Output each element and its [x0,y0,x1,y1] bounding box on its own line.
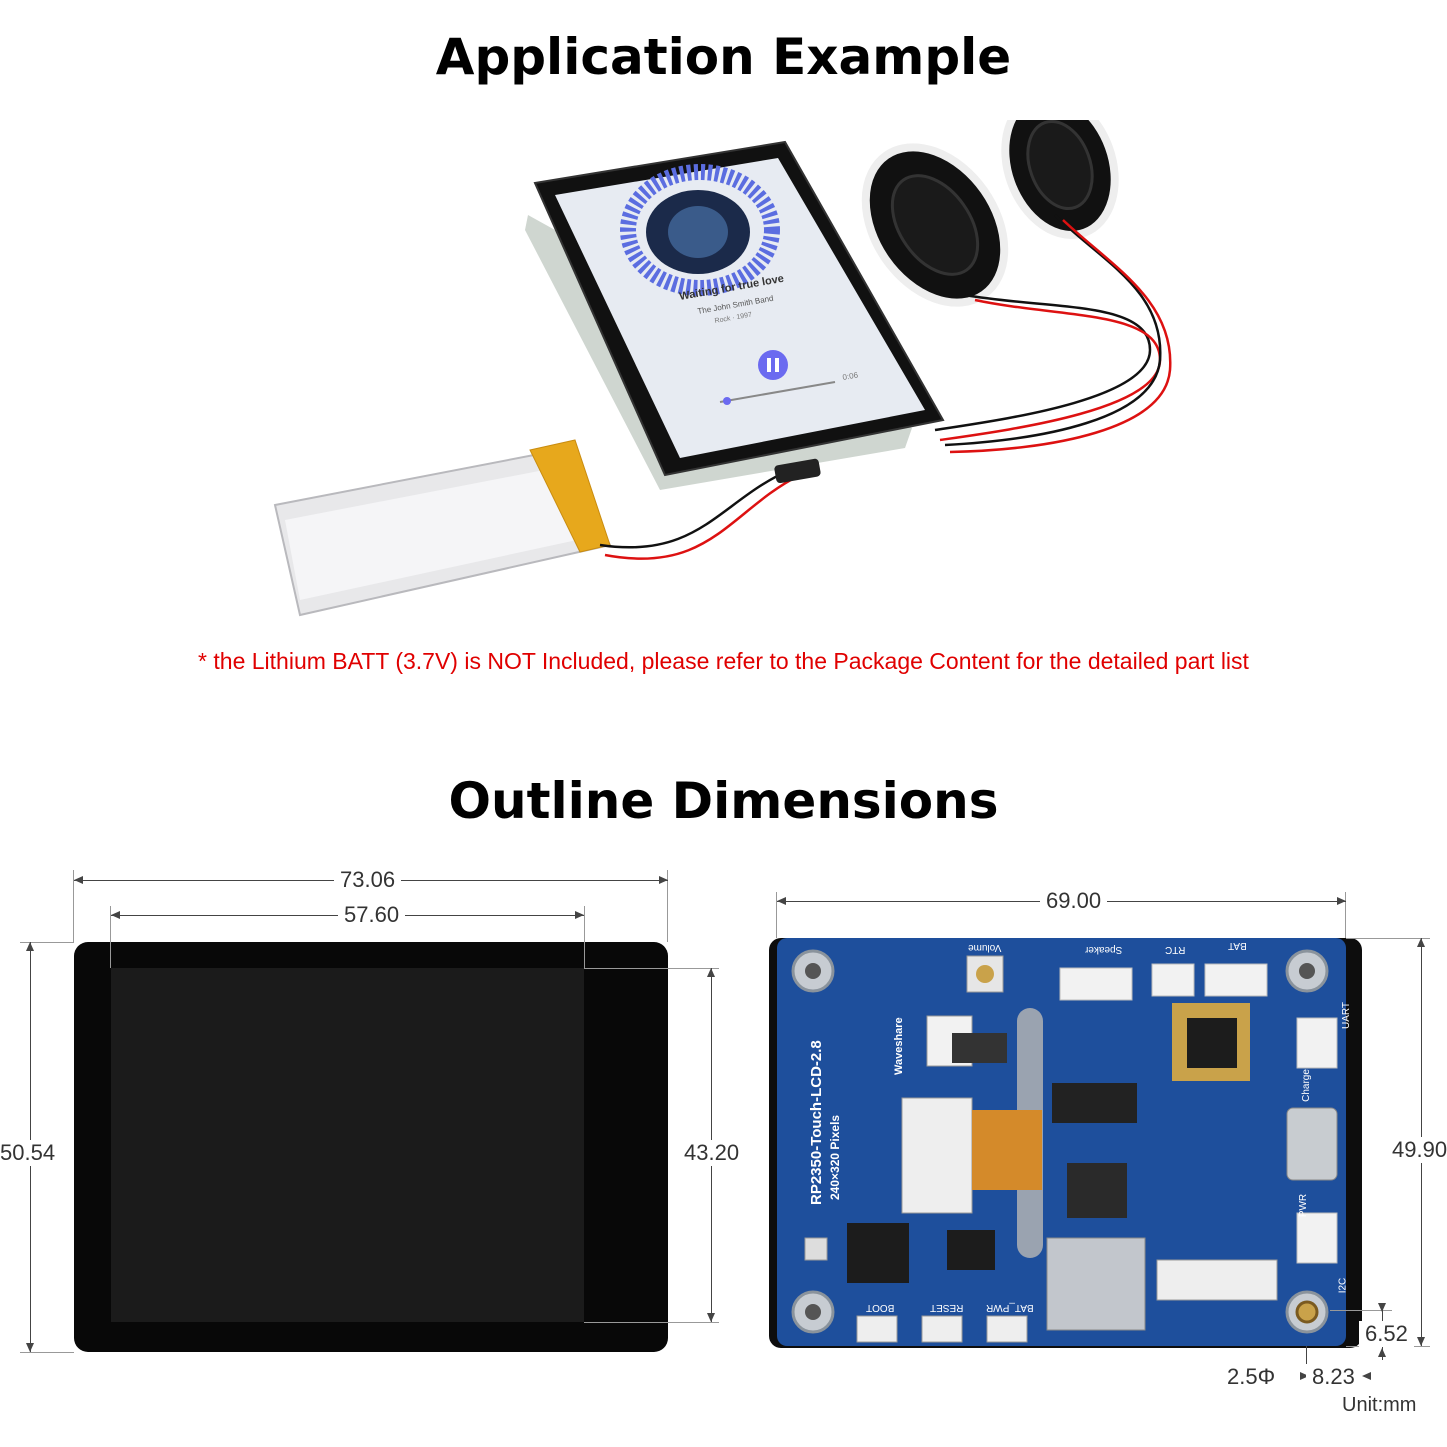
pcb-resolution-label: 240×320 Pixels [828,1114,842,1200]
pcb-label-pwr: PWR [1298,1193,1310,1218]
song-time: 0:06 [842,370,859,382]
lcd-active-area [111,968,584,1322]
lcd-device [525,140,945,490]
front-width-outer: 73.06 [334,867,402,893]
pcb-components [791,949,1338,1343]
back-width: 69.00 [1040,888,1108,914]
front-width-inner: 57.60 [338,902,406,928]
outline-dimensions-title: Outline Dimensions [448,772,999,830]
hole-offset-y: 6.52 [1359,1321,1414,1347]
application-illustration: Waiting for true love The John Smith Ban… [273,120,1172,617]
pcb-label-charge: Charge [1300,1069,1312,1102]
front-height-outer: 50.54 [0,1140,62,1166]
speakers [861,120,1119,307]
lithium-battery [273,439,612,617]
back-height: 49.90 [1386,1137,1447,1163]
pcb-label-volume: Volume [968,942,1002,953]
pcb-brand-label: Waveshare [893,1017,905,1075]
battery-note: * the Lithium BATT (3.7V) is NOT Include… [198,648,1249,674]
unit-label: Unit:mm [1336,1392,1423,1418]
pcb-label-boot: BOOT [866,1302,895,1313]
pcb-label-rtc: RTC [1165,944,1186,955]
pcb-label-reset: RESET [930,1302,964,1313]
pcb-label-i2c: I2C [1337,1277,1349,1294]
pcb-label-bat-pwr: BAT_PWR [986,1302,1034,1313]
front-height-inner: 43.20 [678,1140,746,1166]
pcb-label-speaker: Speaker [1085,944,1123,955]
pcb-label-uart: UART [1341,1001,1353,1030]
pcb-model-label: RP2350-Touch-LCD-2.8 [808,1040,825,1205]
hole-offset-x: 8.23 [1306,1364,1361,1390]
application-example-title: Application Example [435,28,1012,86]
hole-diameter: 2.5Φ [1221,1364,1282,1390]
pcb-label-bat: BAT [1228,940,1247,951]
